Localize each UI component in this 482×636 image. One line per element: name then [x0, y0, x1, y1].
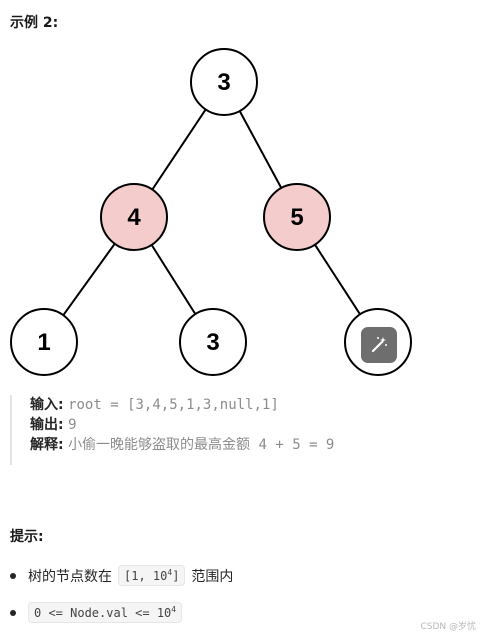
tree-node: 5: [263, 183, 331, 251]
bullet: [10, 572, 16, 579]
csdn-watermark: CSDN @岁忧: [420, 622, 476, 632]
explanation-expression: 4 + 5 = 9: [250, 437, 335, 453]
tree-node: 3: [190, 48, 258, 116]
magic-wand-icon: [371, 337, 387, 353]
node-value: 4: [127, 204, 141, 231]
hint-1-code-close: ]: [172, 569, 180, 583]
node-value: 3: [217, 69, 230, 96]
output-line: 输出: 9: [30, 415, 334, 435]
hint-1-prefix: 树的节点数在: [28, 568, 112, 585]
tree-edge: [238, 110, 283, 189]
node-value: 1: [37, 329, 50, 356]
input-line: 输入: root = [3,4,5,1,3,null,1]: [30, 395, 334, 415]
hint-2-code-exponent: 4: [171, 605, 177, 614]
hint-item-node-val: 0 <= Node.val <= 104: [10, 602, 188, 623]
input-label: 输入:: [30, 397, 64, 413]
input-value: root = [3,4,5,1,3,null,1]: [68, 397, 279, 413]
hint-1-suffix: 范围内: [191, 568, 234, 585]
hint-1-code: [1, 104]: [118, 565, 186, 586]
explanation-text: 小偷一晚能够盗取的最高金额: [68, 437, 251, 453]
output-label: 输出:: [30, 417, 64, 433]
node-value: 5: [290, 204, 303, 231]
node-circle: [179, 308, 247, 376]
node-circle: [10, 308, 78, 376]
hint-1-code-exponent: 4: [167, 568, 173, 577]
output-value: 9: [68, 417, 77, 433]
hint-item-node-count: 树的节点数在 [1, 104] 范围内: [10, 565, 233, 586]
hint-1-code-text: [1, 10: [124, 569, 168, 583]
tree-node: 4: [100, 183, 168, 251]
tree-edge: [314, 244, 361, 315]
bullet: [10, 609, 16, 616]
explanation-line: 解释: 小偷一晚能够盗取的最高金额 4 + 5 = 9: [30, 435, 334, 455]
tree-edge: [62, 243, 116, 316]
tree-node: 3: [179, 308, 247, 376]
tree-edge: [150, 244, 197, 315]
tree-edge: [151, 108, 207, 191]
hint-2-code-text: 0 <= Node.val <= 10: [34, 606, 172, 620]
hints-heading: 提示:: [10, 529, 44, 545]
tree-node: 1: [10, 308, 78, 376]
binary-tree-diagram: 345131: [10, 48, 412, 376]
robbed-node-circle: [100, 183, 168, 251]
robbed-node-circle: [263, 183, 331, 251]
node-circle: [190, 48, 258, 116]
example-heading: 示例 2:: [10, 15, 59, 31]
example-block: 输入: root = [3,4,5,1,3,null,1] 输出: 9 解释: …: [10, 395, 334, 465]
explanation-label: 解释:: [30, 437, 64, 453]
hint-2-code: 0 <= Node.val <= 104: [28, 602, 183, 623]
magic-wand-button[interactable]: [361, 327, 397, 363]
node-value: 3: [206, 329, 219, 356]
